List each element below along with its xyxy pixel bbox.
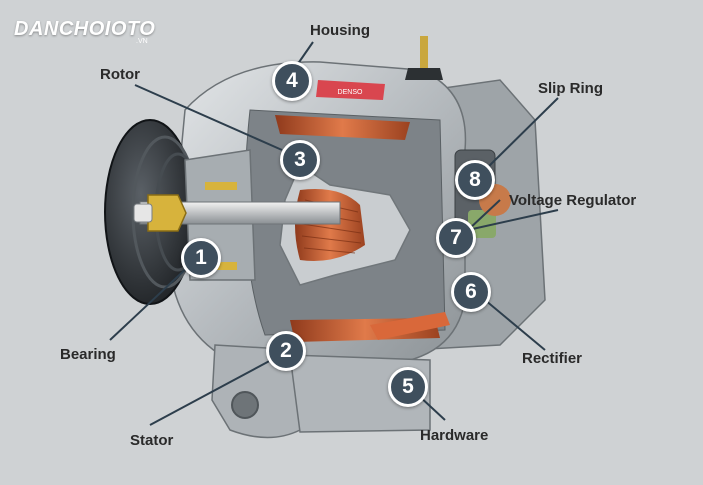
label-stator: Stator — [130, 432, 174, 449]
label-slip-ring: Slip Ring — [538, 80, 603, 97]
part-badge-6: 6 — [451, 272, 491, 312]
part-badge-7: 7 — [436, 218, 476, 258]
bearing-ring-top — [205, 182, 237, 190]
brass-nut — [147, 194, 187, 232]
brand-plate — [316, 80, 385, 100]
part-badge-8: 8 — [455, 160, 495, 200]
copper-terminal — [370, 312, 450, 340]
label-voltage-regulator: Voltage Regulator — [509, 192, 637, 209]
label-hardware: Hardware — [420, 427, 489, 444]
label-bearing: Bearing — [60, 346, 116, 363]
brand-logo-suffix: .VN — [136, 38, 148, 45]
part-badge-1: 1 — [181, 238, 221, 278]
brand-plate-text: DENSO — [338, 89, 363, 96]
brand-logo: DANCHOIOTO — [14, 18, 156, 40]
label-rectifier: Rectifier — [522, 350, 583, 367]
part-badge-3: 3 — [280, 140, 320, 180]
part-badge-5: 5 — [388, 367, 428, 407]
label-rotor: Rotor — [100, 66, 140, 83]
part-badge-4: 4 — [272, 61, 312, 101]
terminal-post — [420, 36, 428, 68]
part-badge-2: 2 — [266, 331, 306, 371]
label-housing: Housing — [310, 22, 370, 39]
bearing-ring-bottom — [205, 262, 237, 270]
stator-winding-top — [275, 115, 410, 140]
